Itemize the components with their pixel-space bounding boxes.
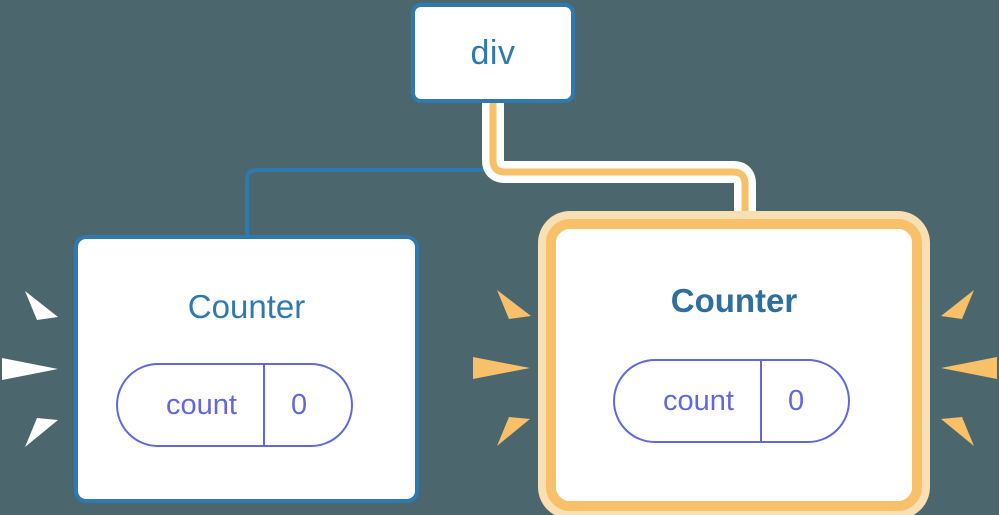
node-counter-right-inner: Counter count 0 [556, 229, 912, 501]
sparkle-right-of-counter-left [473, 290, 531, 446]
state-value-label: 0 [290, 388, 308, 421]
state-pill-divider [262, 365, 265, 445]
node-counter-right[interactable]: Counter count 0 [546, 219, 922, 511]
edge-div-to-counter-left [245, 103, 495, 237]
node-div-label: div [470, 34, 516, 72]
state-key-label: count [166, 388, 237, 421]
edge-div-to-counter-right [489, 103, 749, 232]
state-pill-divider [759, 361, 762, 441]
state-value-label: 0 [787, 384, 805, 417]
node-div[interactable]: div [411, 3, 575, 103]
node-counter-left-label: Counter [187, 288, 306, 325]
edge-div-to-counter-right-halo [482, 103, 756, 232]
state-pill-counter-left: count 0 [116, 363, 354, 447]
sparkle-right-of-counter-right [941, 290, 997, 446]
sparkle-left-of-counter-left [2, 291, 58, 447]
state-key-label: count [663, 384, 734, 417]
node-counter-left[interactable]: Counter count 0 [74, 235, 419, 503]
node-counter-right-label: Counter [670, 282, 798, 319]
state-pill-counter-right: count 0 [613, 359, 851, 443]
